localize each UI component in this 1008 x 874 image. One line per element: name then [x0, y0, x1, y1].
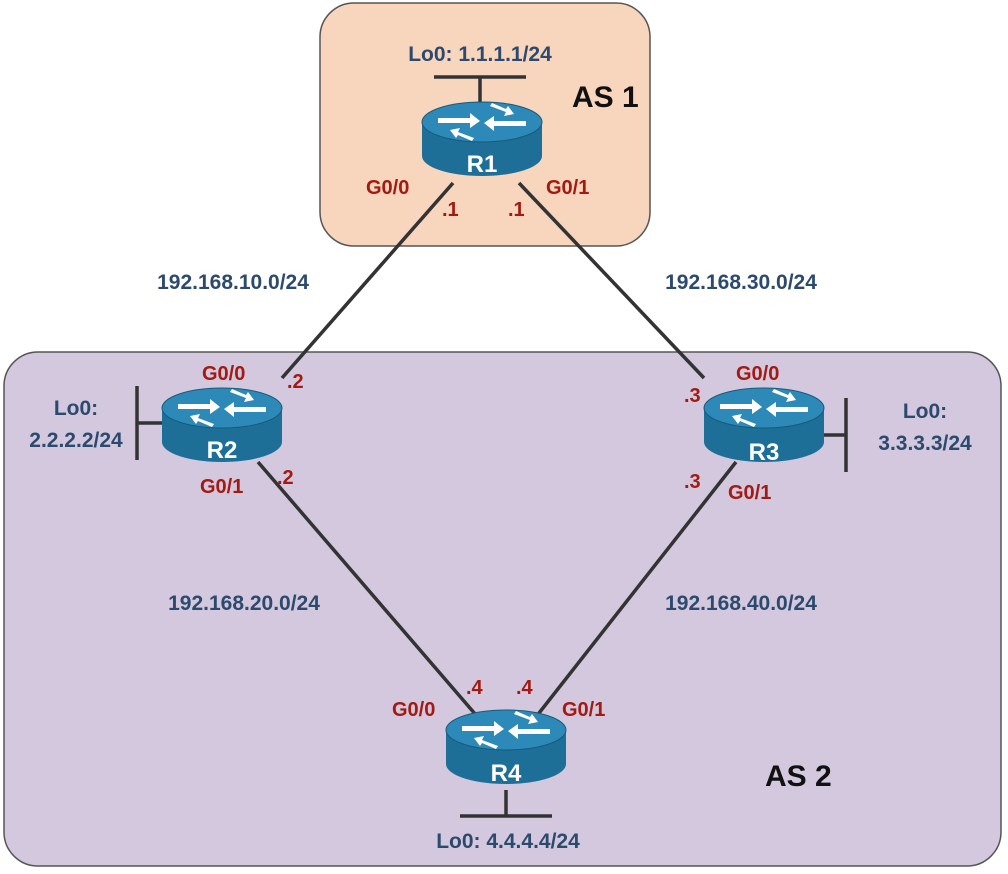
r2-loopback-label-line1: Lo0: [54, 397, 98, 420]
r3-g01-host: .3 [684, 471, 701, 493]
links [256, 181, 738, 724]
r4-g00-host: .4 [466, 677, 484, 699]
link-r1-r3 [517, 181, 706, 380]
as1-label: AS 1 [572, 81, 639, 114]
router-r4-label: R4 [491, 760, 522, 787]
router-r2-label: R2 [207, 437, 238, 464]
router-r1-label: R1 [467, 151, 498, 178]
loopback-stubs [135, 75, 848, 818]
link-r1-r2 [280, 181, 455, 380]
link-r3-r4 [530, 460, 738, 724]
r4-loopback-label: Lo0: 4.4.4.4/24 [436, 830, 580, 853]
network-label-r1-r2: 192.168.10.0/24 [157, 271, 309, 294]
r1-g01-host: .1 [508, 199, 525, 221]
router-r3-label: R3 [749, 439, 780, 466]
r1-g01-label: G0/1 [546, 177, 589, 199]
r3-g00-host: .3 [684, 385, 701, 407]
r3-g01-label: G0/1 [728, 482, 771, 504]
r3-loopback-label-line2: 3.3.3.3/24 [878, 432, 972, 455]
network-label-r2-r4: 192.168.20.0/24 [168, 592, 320, 615]
network-label-r1-r3: 192.168.30.0/24 [665, 271, 817, 294]
r2-g00-host: .2 [287, 371, 304, 393]
interface-labels: G0/0 .1 G0/1 .1 G0/0 .2 G0/1 .2 G0/0 .3 … [200, 177, 779, 721]
router-r3[interactable]: R3 [703, 387, 825, 466]
link-r2-r4 [256, 460, 484, 724]
r2-g01-host: .2 [277, 467, 294, 489]
router-r2[interactable]: R2 [161, 387, 283, 464]
r2-g01-label: G0/1 [200, 476, 243, 498]
r4-g01-label: G0/1 [562, 699, 605, 721]
r1-g00-label: G0/0 [366, 177, 409, 199]
r2-loopback-label-line2: 2.2.2.2/24 [29, 429, 123, 452]
router-r4[interactable]: R4 [445, 709, 567, 787]
network-label-r3-r4: 192.168.40.0/24 [665, 592, 817, 615]
r4-g01-host: .4 [516, 677, 534, 699]
r3-g00-label: G0/0 [736, 363, 779, 385]
r1-loopback-label: Lo0: 1.1.1.1/24 [408, 43, 552, 66]
router-r1[interactable]: R1 [421, 101, 543, 178]
r1-g00-host: .1 [442, 199, 459, 221]
r2-g00-label: G0/0 [202, 363, 245, 385]
as2-zone: AS 2 [3, 351, 1002, 867]
r3-loopback-label-line1: Lo0: [903, 400, 947, 423]
as2-label: AS 2 [765, 760, 832, 793]
r4-g00-label: G0/0 [392, 699, 435, 721]
